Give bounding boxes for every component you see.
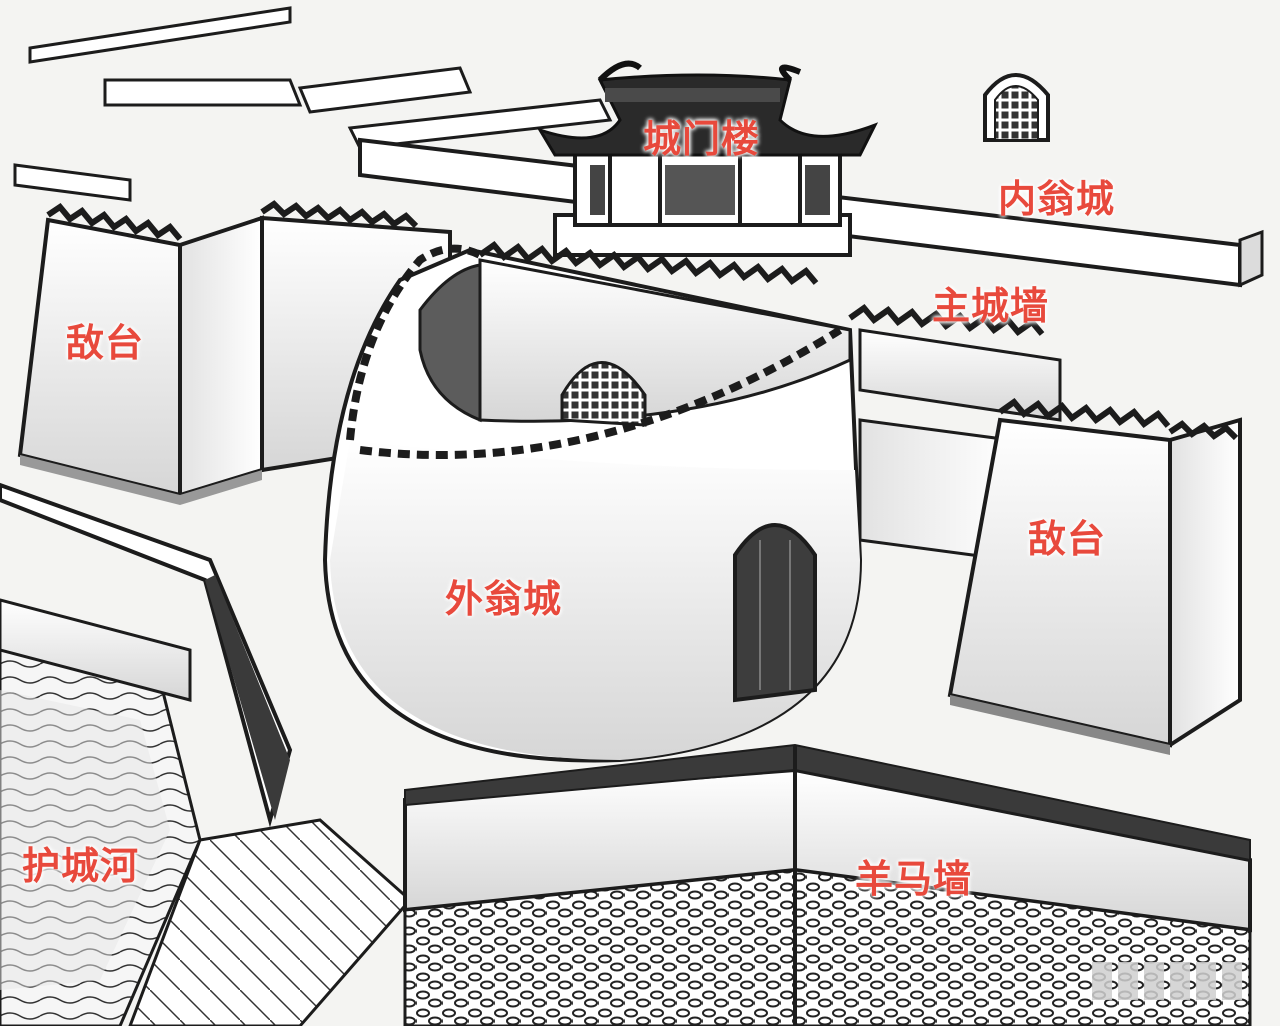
outer-barbican: [322, 240, 863, 763]
label-enemy-tower-left: 敌台: [66, 321, 145, 365]
bridge: [128, 818, 413, 1026]
enemy-tower-right: [947, 397, 1242, 755]
sheep-horse-wall: [403, 743, 1252, 1026]
inner-barbican-gate: [983, 73, 1050, 142]
label-main-wall: 主城墙: [932, 284, 1050, 328]
label-outer-barbican: 外翁城: [445, 577, 563, 621]
label-moat: 护城河: [22, 844, 140, 888]
label-inner-barbican: 内翁城: [998, 177, 1116, 221]
watermark: [1092, 962, 1242, 1000]
gate-tower: [536, 60, 879, 257]
moat: [0, 482, 293, 1026]
label-enemy-tower-right: 敌台: [1028, 517, 1107, 561]
background-walls: [28, 6, 613, 150]
label-sheep-horse-wall: 羊马墙: [855, 857, 973, 901]
label-gate-tower: 城门楼: [643, 117, 761, 161]
